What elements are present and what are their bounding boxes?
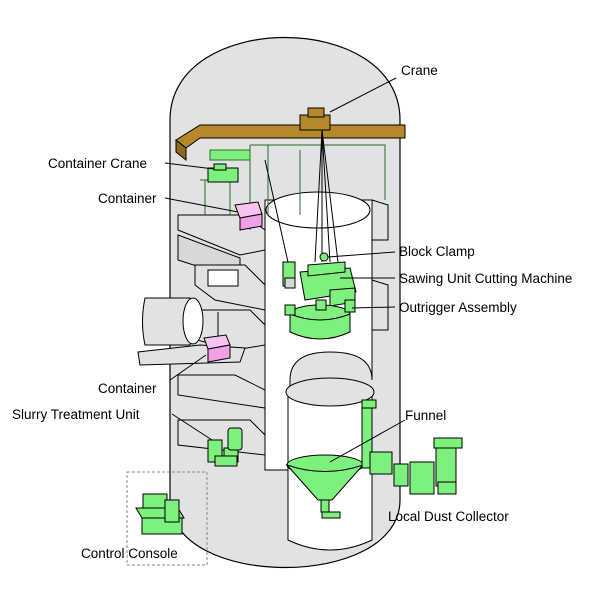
slurry-treatment-unit xyxy=(207,427,243,467)
label-container-bottom: Container xyxy=(98,381,157,396)
label-sawing-unit: Sawing Unit Cutting Machine xyxy=(399,271,572,286)
label-crane: Crane xyxy=(401,63,438,78)
funnel xyxy=(285,454,365,519)
control-console xyxy=(135,493,185,535)
container-lower xyxy=(203,312,231,363)
label-container-top: Container xyxy=(98,191,157,206)
lower-cavity-rim xyxy=(285,377,375,407)
polar-crane xyxy=(175,107,406,162)
label-outrigger: Outrigger Assembly xyxy=(399,300,517,315)
label-dust-collector: Local Dust Collector xyxy=(388,509,509,524)
control-console-box xyxy=(126,471,208,566)
label-control-console: Control Console xyxy=(81,546,178,561)
label-slurry: Slurry Treatment Unit xyxy=(12,407,140,422)
sawing-unit xyxy=(299,261,357,307)
side-duct-opening xyxy=(182,297,204,345)
local-dust-collector xyxy=(361,399,463,495)
slab-opening xyxy=(207,269,239,287)
outrigger-assembly xyxy=(284,299,356,340)
gantry-frame xyxy=(200,144,386,230)
container-upper xyxy=(234,201,263,231)
hoist-cables xyxy=(264,129,339,263)
leader-lines xyxy=(164,77,406,463)
container-crane xyxy=(207,163,239,183)
block-clamp xyxy=(282,252,329,289)
label-container-crane: Container Crane xyxy=(48,156,147,171)
label-block-clamp: Block Clamp xyxy=(399,244,475,259)
label-funnel: Funnel xyxy=(405,408,446,423)
right-wall-steps xyxy=(371,199,389,331)
